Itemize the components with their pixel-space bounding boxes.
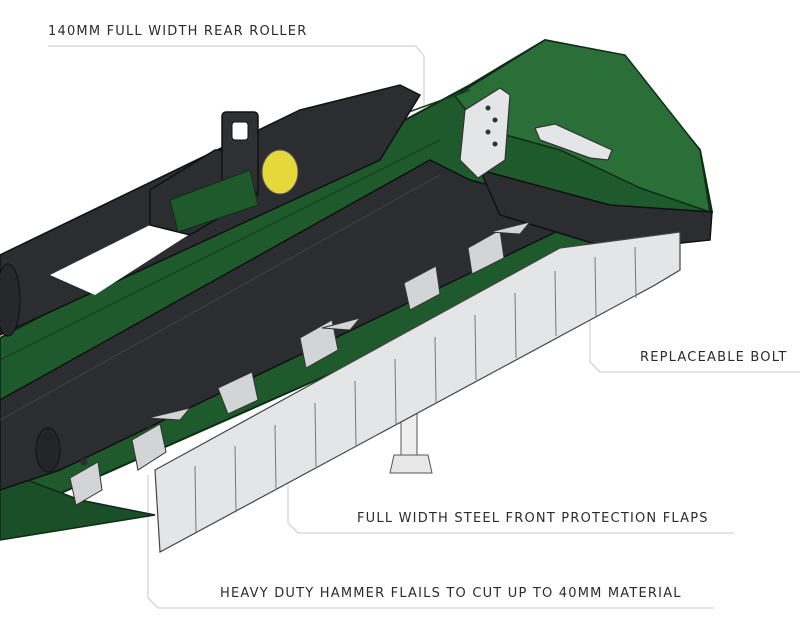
callout-front-protection-flaps: FULL WIDTH STEEL FRONT PROTECTION FLAPS (357, 511, 709, 526)
callout-replaceable-bolt: REPLACEABLE BOLT (640, 350, 788, 365)
hammer-flails (69, 221, 532, 506)
flail-bolts (80, 228, 490, 466)
callout-hammer-flails: HEAVY DUTY HAMMER FLAILS TO CUT UP TO 40… (220, 586, 682, 601)
front-protection-flaps (154, 231, 681, 553)
end-plate-bracket (459, 87, 613, 179)
callout-rear-roller: 140MM FULL WIDTH REAR ROLLER (48, 24, 308, 39)
leader-line-hammer-flails (147, 475, 714, 609)
rotor-drum (0, 159, 713, 491)
gearbox (149, 111, 299, 236)
